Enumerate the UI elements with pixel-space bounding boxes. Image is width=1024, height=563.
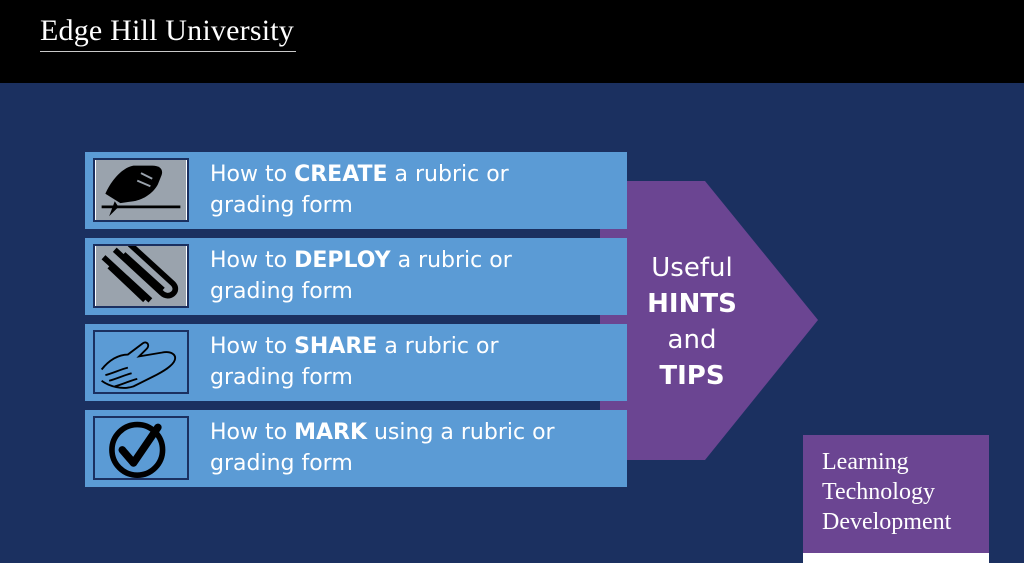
guide-text-deploy: How to DEPLOY a rubric or grading form — [210, 248, 512, 304]
callout-line-2: HINTS — [647, 289, 737, 319]
guide-text-mark: How to MARK using a rubric or grading fo… — [210, 420, 555, 476]
paperclip-icon — [93, 244, 189, 308]
ltd-badge: Learning Technology Development — [803, 435, 989, 563]
guide-link-mark[interactable]: How to MARK using a rubric or grading fo… — [85, 410, 627, 487]
action-keyword: DEPLOY — [294, 248, 391, 273]
callout-line-1: Useful — [651, 253, 733, 283]
action-keyword: SHARE — [294, 334, 378, 359]
open-hand-icon — [93, 330, 189, 394]
action-keyword: CREATE — [294, 162, 388, 187]
hand-writing-icon — [93, 158, 189, 222]
callout-line-4: TIPS — [659, 361, 725, 391]
hints-tips-arrow — [600, 181, 818, 460]
university-logo: Edge Hill University — [40, 14, 294, 47]
ltd-badge-strip — [803, 553, 989, 563]
action-keyword: MARK — [294, 420, 367, 445]
guide-text-share: How to SHARE a rubric or grading form — [210, 334, 499, 390]
guide-link-share[interactable]: How to SHARE a rubric or grading form — [85, 324, 627, 401]
header-bar: Edge Hill University — [0, 0, 1024, 83]
guide-link-deploy[interactable]: How to DEPLOY a rubric or grading form — [85, 238, 627, 315]
guide-text-create: How to CREATE a rubric or grading form — [210, 162, 509, 218]
callout-line-3: and — [667, 325, 717, 355]
checkmark-circle-icon — [93, 416, 189, 480]
logo-underline — [40, 51, 296, 52]
ltd-badge-text: Learning Technology Development — [822, 449, 952, 535]
guide-link-create[interactable]: How to CREATE a rubric or grading form — [85, 152, 627, 229]
hints-tips-label: Useful HINTS and TIPS — [640, 250, 744, 394]
